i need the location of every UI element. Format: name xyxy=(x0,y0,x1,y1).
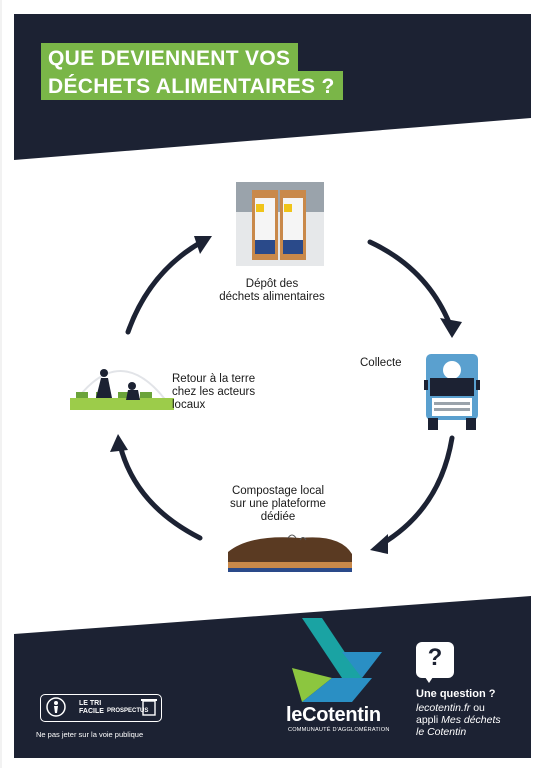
cycle-diagram: Dépôt des déchets alimentaires Collecte … xyxy=(0,160,543,590)
question-bubble-icon: ? xyxy=(416,642,454,683)
farmers-field-icon xyxy=(70,369,174,410)
arrow-depot-to-collecte xyxy=(367,239,455,333)
page-title: QUE DEVIENNENT VOS DÉCHETS ALIMENTAIRES … xyxy=(41,43,343,100)
step-label-collecte: Collecte xyxy=(360,357,402,369)
logo-wordmark: leCotentin xyxy=(286,704,381,726)
title-line-1: QUE DEVIENNENT VOS xyxy=(41,43,299,72)
header-band: QUE DEVIENNENT VOS DÉCHETS ALIMENTAIRES … xyxy=(14,14,531,160)
lecotentin-logo-icon xyxy=(292,618,382,702)
compost-soil-icon xyxy=(228,534,352,572)
arrowhead-2 xyxy=(370,534,388,554)
step-label-depot: Dépôt des déchets alimentaires xyxy=(219,278,325,303)
tri-facile-text: LE TRI FACILE xyxy=(79,700,104,715)
app-name-2: le Cotentin xyxy=(416,726,467,738)
prospectus-tag: PROSPECTUS xyxy=(107,708,149,714)
cycle-arrows xyxy=(70,182,480,572)
arrowhead-1 xyxy=(440,318,462,338)
bin-icon xyxy=(141,699,157,716)
footer-band: LE TRI FACILE PROSPECTUS Ne pas jeter su… xyxy=(14,596,531,758)
footer-background xyxy=(14,596,531,758)
recycle-person-icon xyxy=(46,697,66,717)
arrowhead-3 xyxy=(110,434,128,452)
arrowhead-4 xyxy=(194,236,212,254)
app-name-1: Mes déchets xyxy=(441,714,501,726)
compost-bin-icon xyxy=(236,182,324,266)
arrow-retour-to-depot xyxy=(125,237,208,335)
tri-facile-badge: LE TRI FACILE PROSPECTUS xyxy=(40,694,162,722)
website-link[interactable]: lecotentin.fr xyxy=(416,702,471,714)
step-label-compostage: Compostage local sur une plateforme dédi… xyxy=(230,485,326,523)
question-title: Une question ? xyxy=(416,688,496,700)
arrow-collecte-to-compost xyxy=(377,435,455,548)
garbage-truck-icon xyxy=(424,354,480,430)
question-text: lecotentin.fr ou appli Mes déchets le Co… xyxy=(416,702,501,738)
title-line-2: DÉCHETS ALIMENTAIRES ? xyxy=(41,71,343,100)
logo-subtitle: COMMUNAUTÉ D'AGGLOMÉRATION xyxy=(288,727,390,733)
tri-note: Ne pas jeter sur la voie publique xyxy=(36,730,144,739)
arrow-compost-to-retour xyxy=(117,442,203,541)
step-label-retour: Retour à la terre chez les acteurs locau… xyxy=(172,373,256,411)
